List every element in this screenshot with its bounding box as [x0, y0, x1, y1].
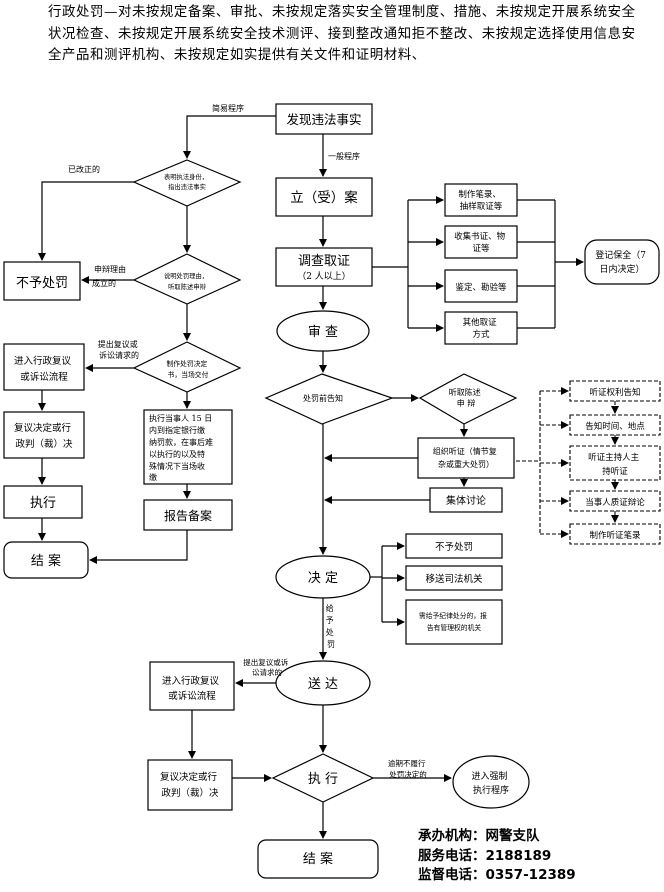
outcome-label-3: 需给予纪律处分的，报 告有管理权的机关 [419, 611, 489, 632]
evidence-box-1 [444, 183, 518, 217]
close-case2-label: 结 案 [303, 852, 333, 867]
execute2-label: 执 行 [308, 772, 338, 787]
explain-label: 说明处罚理由， 听取陈述申辩 [164, 271, 210, 291]
hearing-step-label-5: 制作听证笔录 [589, 530, 641, 541]
intro-text: 行政处罚—对未按规定备案、审批、未按规定落实安全管理制度、措施、未按规定开展系统… [48, 5, 636, 64]
evidence-label-4: 其他取证 方式 [463, 317, 500, 340]
file-case-box [275, 177, 373, 217]
no-penalty-label: 不予处罚 [16, 276, 68, 291]
enforce-ellipse [452, 755, 530, 809]
give-penalty-label: 给 予 处 罚 [326, 603, 337, 649]
register-preserve-label: 登记保全（7 日内决定） [595, 249, 649, 275]
review-label: 审 查 [308, 325, 338, 340]
pay-fine-label: 执行当事人 15 日 内到指定银行缴 纳罚款，在事后难 以执行的以及特 殊情况下… [149, 413, 216, 482]
hearing-step-box-1 [569, 380, 661, 402]
outcome-box-3 [405, 599, 503, 645]
appeal-request2-label: 提出复议或诉 讼请求的 [243, 657, 290, 677]
defense-label: 申辩理由 成立的 [92, 264, 129, 288]
outcome-box-2 [405, 565, 503, 591]
notify-before-diamond [264, 373, 394, 425]
admin-review-box [3, 343, 85, 391]
simple-procedure-label: 简易程序 [212, 103, 244, 113]
footer-service-phone: 服务电话：2188189 [418, 847, 552, 864]
notify-before-label: 处罚前告知 [303, 393, 343, 403]
footer-supervise-phone: 监督电话：0357-12389 [418, 867, 576, 883]
hearing-step-label-1: 听证权利告知 [589, 387, 640, 398]
show-id-label: 表明执法身份， 指出违法事实 [164, 172, 210, 191]
enforce-label: 进入强制 执行程序 [472, 770, 511, 796]
investigate-label: 调查取证 [298, 254, 350, 269]
hearing-step-label-4: 当事人质证辩论 [585, 497, 645, 508]
footer-org: 承办机构：网警支队 [418, 828, 540, 844]
review-decision-label: 复议决定或行 政判（裁）决 [14, 422, 74, 450]
outcome-label-2: 移送司法机关 [425, 573, 483, 585]
report-label: 报告备案 [164, 508, 212, 523]
review-decision2-label: 复议决定或行 政判（裁）决 [160, 771, 220, 799]
execute-box [3, 485, 83, 519]
admin-review2-box [149, 661, 235, 711]
admin-review2-label: 进入行政复议 或诉讼流程 [162, 675, 222, 702]
evidence-label-1: 制作笔录、 抽样取证等 [458, 189, 503, 212]
hearing-step-box-5 [569, 523, 661, 545]
outcome-box-1 [405, 533, 503, 559]
admin-review-label: 进入行政复议 或诉讼流程 [14, 355, 74, 383]
hear-defense-label: 听取陈述 申 辩 [449, 387, 484, 408]
hearing-step-label-2: 告知时间、地点 [585, 421, 645, 432]
investigate-sub-label: （2 人以上） [297, 271, 351, 282]
evidence-label-3: 鉴定、勘验等 [455, 282, 507, 293]
decision-simple-label: 制作处罚决定 书，当场交付 [167, 359, 210, 379]
discover-label: 发现违法事实 [286, 112, 361, 127]
evidence-box-2 [444, 225, 518, 259]
hearing-step-box-2 [569, 414, 661, 436]
pay-fine-box [143, 409, 233, 485]
review-decision2-box [147, 759, 233, 811]
outcome-label-1: 不予处罚 [435, 541, 473, 553]
close-case-label: 结 案 [31, 554, 61, 569]
report-box [143, 499, 233, 531]
footer-contact: 承办机构：网警支队 服务电话：2188189 监督电话：0357-12389 [418, 827, 576, 886]
hearing-step-label-3: 听证主持人主 持听证 [588, 452, 642, 477]
close-case2-box [257, 839, 379, 879]
investigate-box [275, 247, 373, 287]
hearing-box [417, 437, 515, 479]
collective-label: 集体讨论 [446, 494, 486, 507]
evidence-label-2: 收集书证、物 证等 [454, 231, 508, 254]
no-penalty-box [3, 261, 81, 301]
register-preserve-box [584, 239, 660, 285]
overdue-label: 逾期不履行 处罚决定的 [388, 758, 428, 779]
close-case-box [3, 541, 89, 579]
decide-label: 决 定 [308, 571, 338, 586]
hearing-step-box-3 [569, 445, 661, 481]
deliver-label: 送 达 [308, 677, 338, 692]
discover-box [275, 103, 373, 135]
appeal-request-label: 提出复议或 诉讼请求的 [98, 339, 141, 360]
show-id-diamond [132, 159, 242, 207]
general-procedure-label: 一般程序 [328, 151, 360, 161]
corrected-label: 已改正的 [68, 164, 100, 174]
file-case-label: 立（受）案 [290, 189, 358, 206]
hearing-step-box-4 [569, 490, 661, 512]
execute-label: 执行 [30, 496, 56, 511]
hearing-label: 组织听证（情节复 杂或重大处罚） [433, 446, 500, 469]
review-decision-box [3, 411, 85, 459]
